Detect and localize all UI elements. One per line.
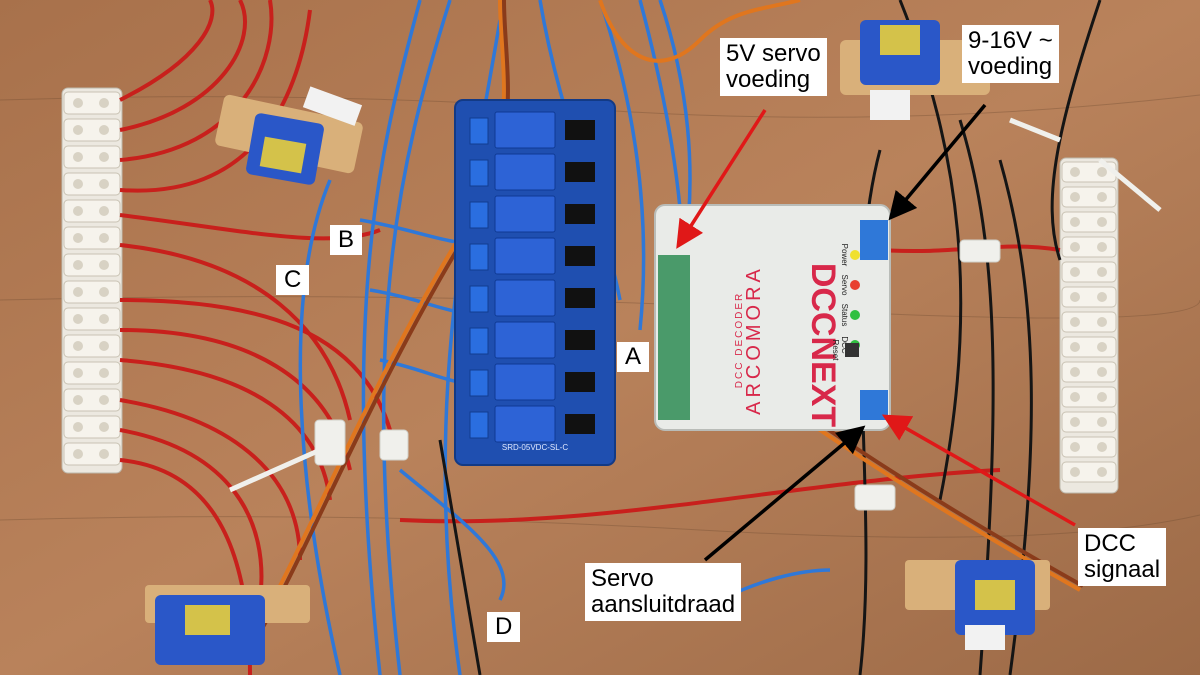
led-servo [850, 280, 860, 290]
annotation-arrows [676, 103, 1076, 562]
relay [494, 363, 556, 401]
label-main-supply: 9-16V ~ voeding [962, 25, 1059, 83]
servo-top-right [840, 20, 990, 120]
led-label: Status [840, 304, 849, 327]
label-c: C [276, 265, 310, 295]
servo-supply-arrow [676, 109, 767, 249]
terminal-block [1061, 236, 1117, 258]
terminal-block [1061, 311, 1117, 333]
dcc-decoder-board: ARCOMORA DCC DECODER DCCNEXT PowerServoS… [654, 204, 891, 431]
relay [494, 279, 556, 317]
relay-module-label: SRD-05VDC-SL-C [502, 443, 568, 452]
board-subtitle: DCC DECODER [734, 292, 745, 388]
terminal-block [63, 253, 121, 277]
terminal-block [63, 118, 121, 142]
servo-wire-arrow [703, 425, 866, 562]
label-b: B [330, 225, 363, 255]
reset-button [845, 343, 859, 357]
terminal-block [1061, 436, 1117, 458]
label-servo-wire: Servo aansluitdraad [585, 563, 742, 621]
led-power [850, 250, 860, 260]
terminal-block [63, 199, 121, 223]
left-terminal-strip [61, 87, 123, 474]
terminal-block [1061, 186, 1117, 208]
board-brand: ARCOMORA [743, 265, 765, 415]
label-servo-supply: 5V servo voeding [720, 38, 827, 96]
label-d: D [487, 612, 521, 642]
terminal-block [63, 307, 121, 331]
terminal-block [63, 415, 121, 439]
relay [494, 237, 556, 275]
terminal-block [1061, 286, 1117, 308]
relay [494, 321, 556, 359]
terminal-block [63, 172, 121, 196]
terminal-block [63, 280, 121, 304]
board-product: DCCNEXT [804, 263, 842, 428]
terminal-block [1061, 461, 1117, 483]
cable-ties [228, 117, 1162, 511]
relay [494, 405, 556, 443]
terminal-block [63, 91, 121, 115]
terminal-block [63, 334, 121, 358]
terminal-block [63, 361, 121, 385]
dcc-signal-arrow [881, 414, 1076, 527]
led-status [850, 310, 860, 320]
relay [494, 195, 556, 233]
led-label: DCC [840, 336, 849, 354]
servo-bottom-left [145, 585, 310, 665]
terminal-block [63, 442, 121, 466]
terminal-block [63, 145, 121, 169]
main-supply-arrow [888, 103, 987, 221]
led-label: Servo [840, 275, 849, 296]
terminal-block [63, 388, 121, 412]
servo-bottom-right [905, 560, 1050, 650]
led-label: Power [840, 244, 849, 267]
terminal-block [1061, 336, 1117, 358]
servo-top-left [215, 86, 363, 185]
label-a: A [617, 342, 650, 372]
terminal-block [1061, 211, 1117, 233]
terminal-block [1061, 261, 1117, 283]
terminal-block [1061, 386, 1117, 408]
relay-board: SRD-05VDC-SL-C [454, 99, 616, 466]
label-dcc-signal: DCC signaal [1078, 528, 1167, 586]
right-terminal-strip [1059, 157, 1119, 494]
relay [494, 153, 556, 191]
terminal-block [1061, 411, 1117, 433]
terminal-block [1061, 361, 1117, 383]
relay [494, 111, 556, 149]
reset-label: Reset [831, 340, 840, 362]
terminal-block [63, 226, 121, 250]
